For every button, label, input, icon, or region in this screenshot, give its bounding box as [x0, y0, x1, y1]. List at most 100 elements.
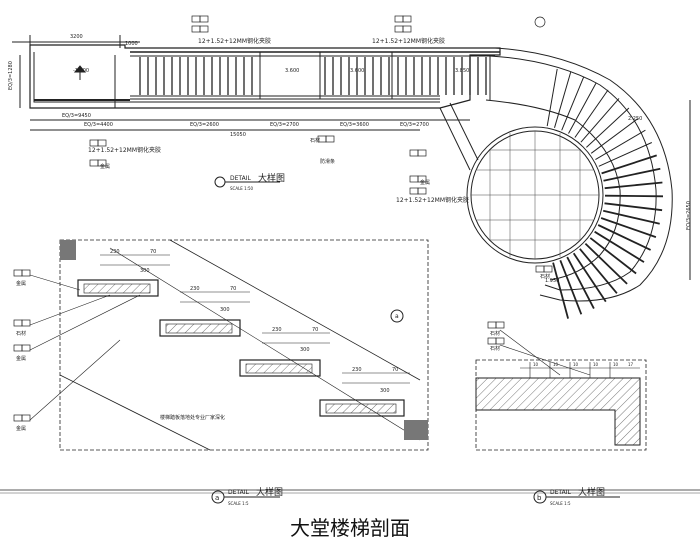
- curved-tread: [600, 217, 657, 238]
- dim-right: EQ/3=2650: [686, 201, 692, 230]
- svg-text:DETAIL: DETAIL: [550, 489, 571, 496]
- curved-tread: [584, 242, 628, 285]
- curved-tread: [559, 259, 583, 315]
- svg-text:10: 10: [533, 362, 539, 367]
- dim-bottom-5: EQ/3=3600: [340, 122, 369, 128]
- plan-balusters: [139, 57, 487, 95]
- section-b-labels: 10 10 10 10 10 17 石材 石材: [490, 330, 634, 367]
- svg-text:SCALE 1:5: SCALE 1:5: [550, 501, 571, 506]
- curved-tread: [602, 209, 660, 225]
- dim-total: 15050: [230, 132, 246, 138]
- level-1: -1.800: [73, 68, 89, 74]
- curved-tread: [589, 237, 637, 275]
- curved-tread: [603, 167, 661, 182]
- svg-text:b: b: [537, 494, 542, 502]
- curved-tread: [572, 252, 607, 303]
- svg-text:70: 70: [150, 249, 156, 255]
- section-a-note: 楼梯踏板落地处专业厂家深化: [160, 414, 225, 421]
- svg-text:230: 230: [110, 249, 120, 255]
- svg-text:10: 10: [553, 362, 559, 367]
- section-a-labels: 230 70 300 230 70 300 230 70 300 230 70 …: [16, 249, 399, 432]
- curved-tread: [598, 142, 653, 167]
- level-5: 2.250: [628, 116, 642, 122]
- svg-text:300: 300: [140, 268, 150, 274]
- curved-tread: [566, 256, 595, 310]
- curved-tread: [604, 181, 663, 190]
- svg-text:大样图: 大样图: [256, 486, 283, 498]
- curved-tread: [604, 202, 663, 212]
- dim-bottom-1: EQ/3=9450: [62, 113, 91, 119]
- curved-tread: [568, 82, 597, 134]
- svg-text:石材: 石材: [490, 330, 500, 337]
- svg-text:10: 10: [593, 362, 599, 367]
- svg-text:10: 10: [613, 362, 619, 367]
- svg-text:230: 230: [190, 286, 200, 292]
- svg-text:70: 70: [312, 327, 318, 333]
- svg-text:SCALE 1:5: SCALE 1:5: [228, 501, 249, 506]
- svg-text:300: 300: [220, 307, 230, 313]
- level-4: 3.850: [455, 68, 469, 74]
- svg-text:DETAIL: DETAIL: [230, 175, 251, 182]
- curved-tread: [594, 230, 645, 263]
- curved-tread: [574, 89, 609, 138]
- tag-stone-2: 石材: [540, 273, 550, 280]
- svg-text:石材: 石材: [490, 345, 500, 352]
- tag-stone-1: 石材: [310, 137, 320, 144]
- dim-left: EQ/3=1280: [8, 61, 14, 90]
- svg-text:大样图: 大样图: [258, 172, 285, 184]
- curved-tread: [580, 98, 620, 143]
- dim-bottom-6: EQ/3=2700: [400, 122, 429, 128]
- level-2: 3.600: [285, 68, 299, 74]
- svg-text:10: 10: [573, 362, 579, 367]
- section-a-tag-boxes: [13, 269, 31, 422]
- level-3: 3.600: [350, 68, 364, 74]
- svg-text:金属: 金属: [16, 425, 26, 432]
- plan-view: [12, 35, 691, 302]
- curved-tread: [604, 194, 664, 198]
- section-b-title: b DETAIL 大样图 SCALE 1:5: [537, 486, 605, 506]
- svg-text:300: 300: [380, 388, 390, 394]
- curved-tread: [561, 76, 585, 131]
- svg-text:SCALE 1:50: SCALE 1:50: [230, 186, 254, 191]
- section-b-tag-boxes: [487, 321, 505, 345]
- svg-text:17: 17: [628, 362, 634, 367]
- tag-antislip: 防滑条: [320, 158, 335, 165]
- curved-tread: [554, 71, 572, 128]
- glass-spec-2: 12+1.52+12MM钢化夹胶: [372, 37, 445, 45]
- glass-spec-1: 12+1.52+12MM钢化夹胶: [198, 37, 271, 45]
- tag-metal-2: 金属: [420, 179, 430, 186]
- curved-tread: [579, 248, 618, 294]
- svg-text:a: a: [215, 494, 219, 502]
- level-6: 1.950: [545, 278, 559, 284]
- dim-top-2: 1000: [125, 41, 138, 47]
- svg-text:70: 70: [392, 367, 398, 373]
- svg-text:230: 230: [352, 367, 362, 373]
- section-b: [475, 329, 647, 451]
- svg-text:DETAIL: DETAIL: [228, 489, 249, 496]
- svg-text:石材: 石材: [16, 330, 26, 337]
- curved-stair-treads: [546, 68, 664, 319]
- curved-tread: [597, 224, 651, 251]
- plan-title: DETAIL 大样图 SCALE 1:50: [214, 172, 285, 191]
- plan-labels: 3200 1000 12+1.52+12MM钢化夹胶 12+1.52+12MM钢…: [8, 34, 692, 284]
- section-a: [29, 239, 429, 451]
- dim-top-1: 3200: [70, 34, 83, 40]
- glass-spec-4: 12+1.52+12MM钢化夹胶: [396, 196, 469, 204]
- svg-text:230: 230: [272, 327, 282, 333]
- tag-metal-1: 金属: [100, 163, 110, 170]
- curved-tread: [546, 68, 558, 127]
- svg-text:70: 70: [230, 286, 236, 292]
- curved-tread: [595, 129, 646, 161]
- dim-bottom-3: EQ/3=2600: [190, 122, 219, 128]
- plan-tag-boxes: [89, 15, 553, 273]
- curved-tread: [601, 154, 657, 175]
- svg-text:a: a: [395, 313, 399, 320]
- title-strip: [0, 489, 700, 504]
- drawing-caption: 大堂楼梯剖面: [290, 516, 410, 540]
- curved-tread: [552, 262, 569, 319]
- svg-text:金属: 金属: [16, 355, 26, 362]
- curved-tread: [586, 107, 630, 148]
- glass-spec-3: 12+1.52+12MM钢化夹胶: [88, 146, 161, 154]
- dim-bottom-4: EQ/3=2700: [270, 122, 299, 128]
